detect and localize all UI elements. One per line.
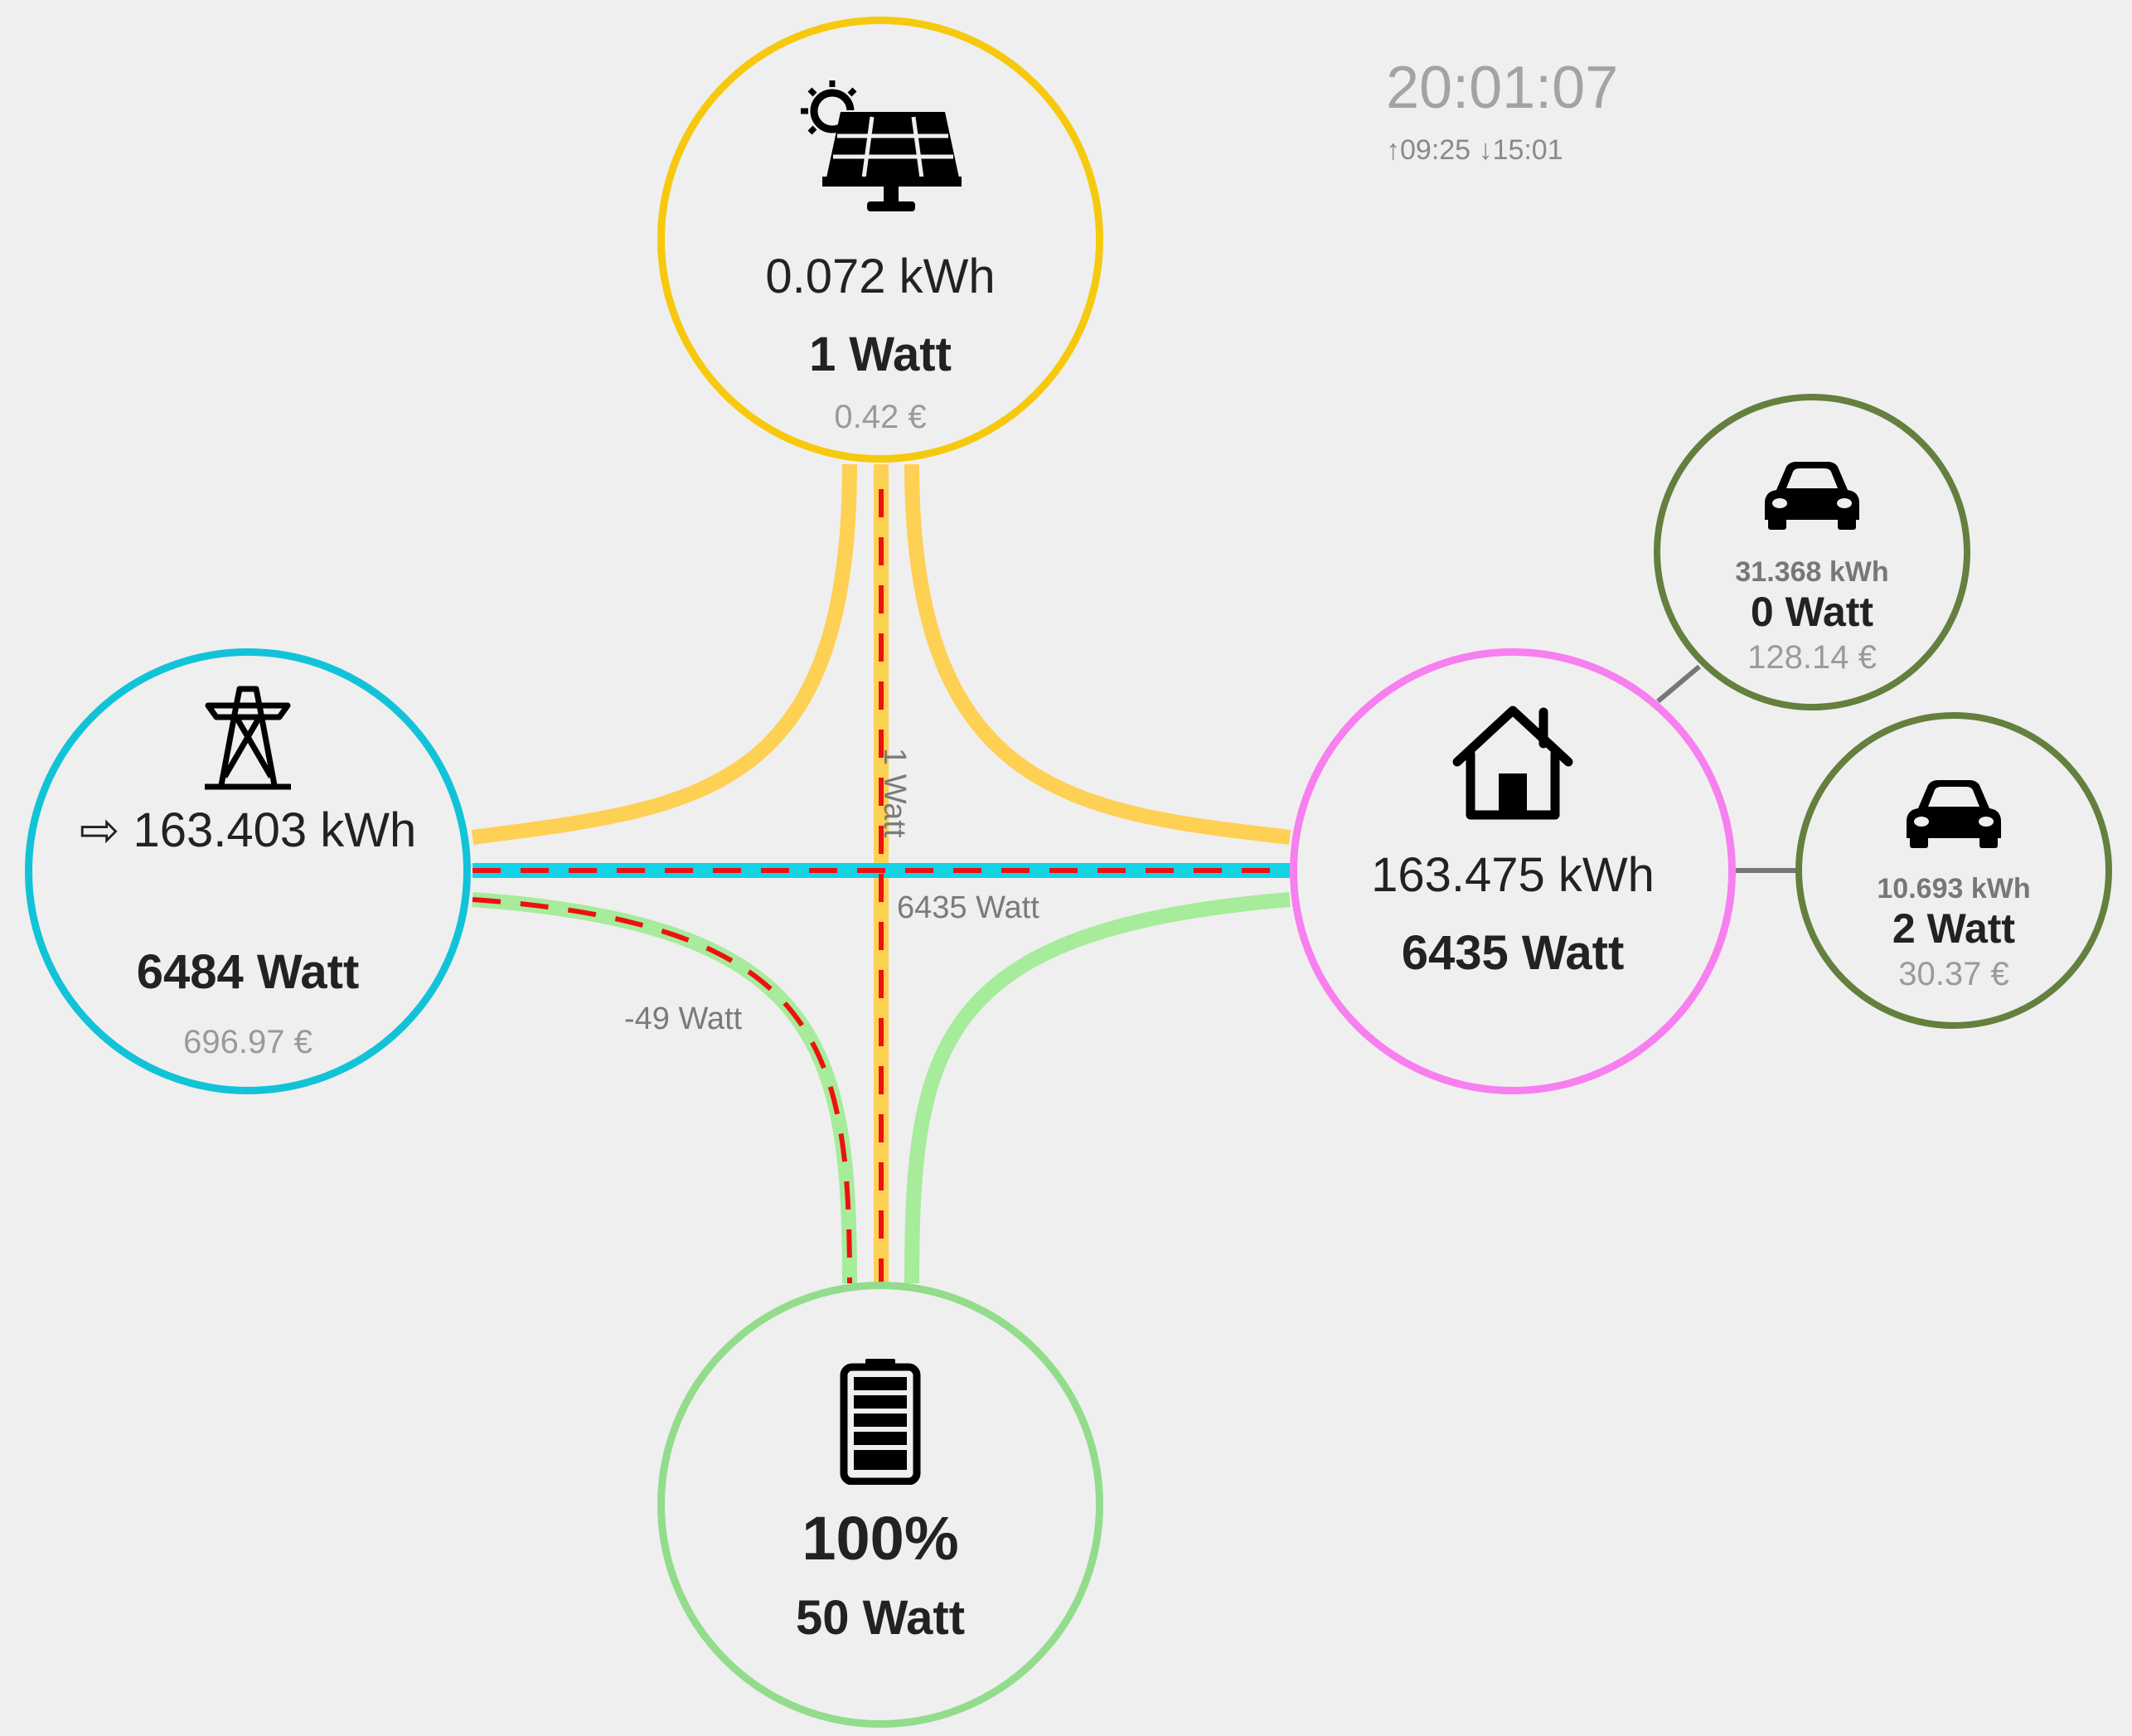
car2-cost: 30.37 € (1898, 956, 2009, 992)
flow-label-grid-home: 6435 Watt (897, 890, 1039, 925)
grid-energy: ⇨ 163.403 kWh (79, 803, 417, 857)
car-icon (1765, 462, 1859, 530)
car-icon (1907, 780, 2001, 848)
solar-panel-icon (801, 80, 962, 211)
car1-power: 0 Watt (1750, 589, 1874, 635)
solar-power: 1 Watt (809, 327, 952, 381)
sunrise-sunset: ↑09:25 ↓15:01 (1386, 134, 1563, 166)
home-node[interactable]: 163.475 kWh 6435 Watt (1290, 648, 1736, 1094)
flow-home-car1 (1656, 664, 1701, 704)
battery-power: 50 Watt (795, 1591, 966, 1645)
battery-node[interactable]: 100% 50 Watt (657, 1282, 1103, 1728)
car1-energy: 31.368 kWh (1735, 556, 1889, 588)
car2-energy: 10.693 kWh (1877, 873, 2031, 904)
car1-node[interactable]: 31.368 kWh 0 Watt 128.14 € (1654, 394, 1970, 710)
battery-full-icon (840, 1359, 921, 1485)
battery-soc: 100% (802, 1504, 959, 1573)
car2-power: 2 Watt (1892, 905, 2016, 952)
flow-label-solar-battery: 1 Watt (877, 748, 912, 838)
car2-node[interactable]: 10.693 kWh 2 Watt 30.37 € (1795, 712, 2112, 1029)
car1-cost: 128.14 € (1747, 639, 1877, 676)
grid-cost: 696.97 € (183, 1024, 313, 1060)
flow-label-grid-battery: -49 Watt (624, 1001, 743, 1036)
flow-solar-grid (471, 463, 857, 845)
grid-power: 6484 Watt (136, 945, 360, 999)
solar-energy: 0.072 kWh (765, 250, 996, 303)
dash-grid-battery (472, 897, 852, 1284)
solar-node[interactable]: 0.072 kWh 1 Watt 0.42 € (657, 17, 1103, 463)
clock-time: 20:01:07 (1386, 55, 1619, 121)
flow-home-battery (904, 892, 1291, 1284)
home-power: 6435 Watt (1401, 926, 1625, 980)
home-energy: 163.475 kWh (1371, 848, 1655, 902)
flow-grid-battery (472, 892, 857, 1284)
solar-cost: 0.42 € (834, 399, 927, 435)
flow-solar-home (904, 463, 1291, 845)
home-icon (1452, 706, 1573, 820)
grid-node[interactable]: ⇨ 163.403 kWh 6484 Watt 696.97 € (25, 648, 471, 1094)
transmission-tower-icon (205, 686, 291, 790)
